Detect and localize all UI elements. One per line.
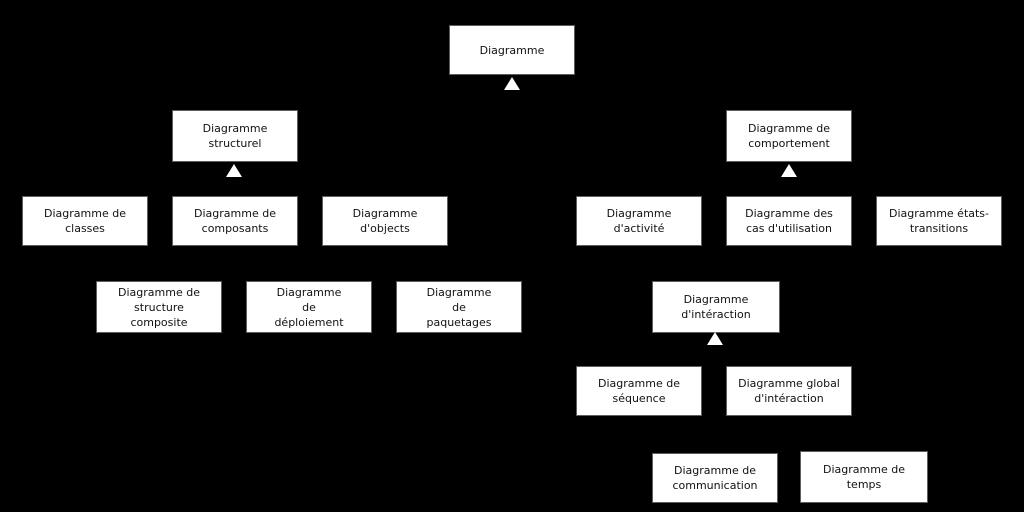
- generalization-arrow-icon: [226, 164, 242, 177]
- node-diagramme-de-structure-composite: Diagramme de structure composite: [96, 281, 222, 333]
- connector-line: [233, 177, 235, 186]
- node-diagramme-d-objects: Diagramme d'objects: [322, 196, 448, 246]
- connector-line: [862, 355, 864, 451]
- connector-line: [788, 185, 790, 196]
- connector-line: [84, 185, 86, 196]
- connector-line: [788, 355, 790, 366]
- node-diagramme-structurel: Diagramme structurel: [172, 110, 298, 162]
- generalization-arrow-icon: [504, 77, 520, 90]
- node-diagramme-d-activite: Diagramme d'activité: [576, 196, 702, 246]
- connector-line: [638, 185, 640, 196]
- node-diagramme-de-temps: Diagramme de temps: [800, 451, 928, 503]
- node-diagramme-de-paquetages: Diagramme de paquetages: [396, 281, 522, 333]
- connector-line: [233, 94, 235, 110]
- connector-line: [308, 185, 310, 281]
- connector-line: [511, 90, 513, 96]
- node-diagramme-de-composants: Diagramme de composants: [172, 196, 298, 246]
- generalization-arrow-icon: [707, 332, 723, 345]
- node-diagramme-de-sequence: Diagramme de séquence: [576, 366, 702, 416]
- node-diagramme-de-communication: Diagramme de communication: [652, 453, 778, 503]
- node-diagramme-des-cas-d-utilisation: Diagramme des cas d'utilisation: [726, 196, 852, 246]
- node-diagramme-global-d-interaction: Diagramme global d'intéraction: [726, 366, 852, 416]
- connector-line: [84, 185, 460, 187]
- connector-line: [788, 177, 790, 186]
- connector-line: [714, 355, 716, 453]
- node-diagramme-etats-transitions: Diagramme états- transitions: [876, 196, 1002, 246]
- connector-line: [938, 185, 940, 196]
- node-diagramme-de-classes: Diagramme de classes: [22, 196, 148, 246]
- connector-line: [384, 185, 386, 196]
- node-diagramme-de-comportement: Diagramme de comportement: [726, 110, 852, 162]
- connector-line: [158, 185, 160, 281]
- connector-line: [234, 94, 790, 96]
- generalization-arrow-icon: [781, 164, 797, 177]
- connector-line: [458, 185, 460, 281]
- connector-line: [715, 185, 717, 281]
- node-diagramme-d-interaction: Diagramme d'intéraction: [652, 281, 780, 333]
- connector-line: [234, 185, 236, 196]
- node-diagramme-de-deploiement: Diagramme de déploiement: [246, 281, 372, 333]
- node-diagramme: Diagramme: [449, 25, 575, 75]
- connector-line: [638, 355, 640, 366]
- connector-line: [638, 355, 864, 357]
- connector-line: [788, 94, 790, 110]
- connector-line: [714, 347, 716, 355]
